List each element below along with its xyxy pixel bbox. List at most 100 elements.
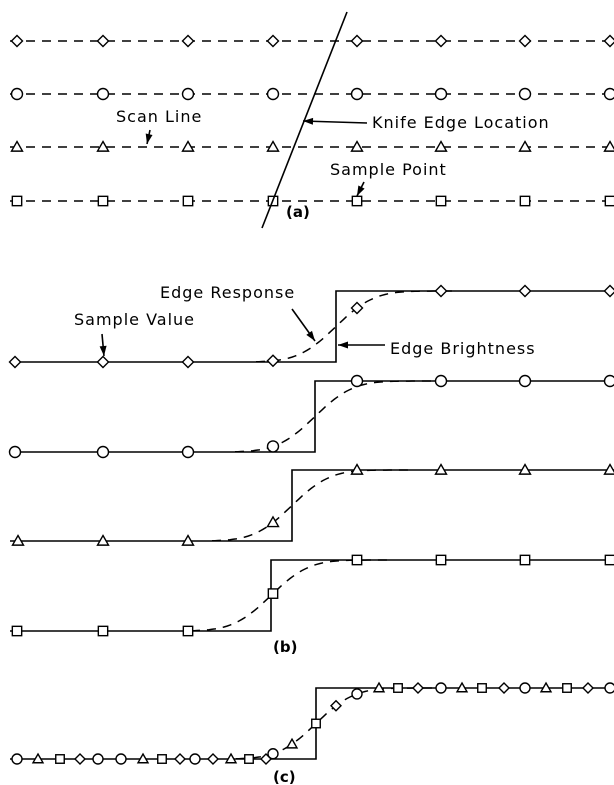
triangle-marker	[518, 463, 532, 475]
edge-brightness-step	[10, 559, 614, 632]
square-marker	[562, 683, 572, 693]
triangle-marker	[31, 752, 45, 764]
triangle-marker	[96, 534, 110, 546]
knife-edge-arrow	[302, 117, 368, 125]
circle-marker	[92, 753, 104, 765]
square-marker	[182, 625, 194, 637]
square-marker	[182, 195, 194, 207]
square-marker	[311, 718, 321, 729]
circle-marker	[115, 753, 127, 765]
triangle-marker	[266, 140, 280, 152]
square-marker	[477, 683, 487, 693]
circle-marker	[181, 445, 195, 459]
square-marker	[435, 554, 447, 566]
square-marker	[55, 754, 65, 764]
edge-response-curve	[191, 559, 389, 632]
arrow-head	[99, 345, 107, 356]
edge-brightness-step	[10, 469, 614, 542]
edge-response-curve	[212, 469, 410, 542]
diamond-marker	[266, 34, 280, 48]
diamond-marker	[207, 753, 219, 765]
circle-marker	[350, 374, 364, 388]
panel-c-label: (c)	[273, 768, 296, 785]
circle-marker	[189, 753, 201, 765]
circle-marker	[604, 682, 614, 694]
square-marker	[604, 195, 614, 207]
triangle-marker	[518, 140, 532, 152]
sample-value-label: Sample Value	[74, 310, 195, 329]
diamond-marker	[74, 753, 86, 765]
arrow-head	[145, 133, 153, 144]
circle-marker	[434, 87, 448, 101]
circle-marker	[351, 688, 363, 700]
triangle-marker	[350, 463, 364, 475]
triangle-marker	[603, 463, 614, 475]
diamond-marker	[518, 34, 532, 48]
square-marker	[244, 754, 254, 764]
triangle-marker	[285, 737, 299, 749]
combined-response-curve	[236, 687, 434, 760]
edge-brightness-step	[10, 380, 614, 453]
circle-marker	[434, 374, 448, 388]
square-marker	[267, 588, 279, 599]
triangle-marker	[372, 681, 386, 693]
square-marker	[351, 554, 363, 566]
circle-marker	[266, 440, 280, 453]
triangle-marker	[224, 752, 238, 764]
arrow-head	[357, 185, 365, 196]
diamond-marker	[582, 682, 594, 694]
triangle-marker	[266, 515, 280, 528]
circle-marker	[96, 445, 110, 459]
triangle-marker	[136, 752, 150, 764]
arrow-shaft	[302, 120, 368, 124]
edge-response-label: Edge Response	[160, 283, 295, 302]
circle-marker	[267, 748, 279, 760]
diamond-marker	[10, 34, 24, 48]
square-marker	[435, 195, 447, 207]
edge-response-row	[10, 463, 614, 546]
arrow-head	[338, 341, 348, 349]
square-marker	[393, 683, 403, 693]
diamond-marker	[330, 699, 342, 712]
edge-response-row	[8, 374, 614, 459]
edge-brightness-label: Edge Brightness	[390, 339, 536, 358]
edge-response-arrow	[291, 308, 316, 342]
knife-edge-location-label: Knife Edge Location	[372, 113, 550, 132]
circle-marker	[350, 87, 364, 101]
diamond-marker	[350, 34, 364, 48]
diamond-marker	[603, 284, 614, 298]
triangle-marker	[181, 140, 195, 152]
diamond-marker	[603, 34, 614, 48]
square-marker	[351, 195, 363, 207]
triangle-marker	[350, 140, 364, 152]
triangle-marker	[181, 534, 195, 546]
scan-line-row	[10, 34, 614, 48]
scan-line-row	[10, 140, 614, 152]
triangle-marker	[455, 681, 469, 693]
triangle-marker	[603, 140, 614, 152]
panel-a-sampling-grid	[10, 11, 614, 229]
diamond-marker	[434, 284, 448, 298]
arrow-head	[303, 117, 314, 125]
square-marker	[97, 625, 109, 637]
triangle-marker	[10, 140, 24, 152]
square-marker	[519, 195, 531, 207]
edge-brightness-arrow	[338, 341, 385, 349]
square-marker	[97, 195, 109, 207]
scan-line-row	[10, 195, 614, 207]
diamond-marker	[350, 301, 364, 315]
circle-marker	[603, 87, 614, 101]
triangle-marker	[96, 140, 110, 152]
sample-value-arrow	[99, 333, 107, 357]
square-marker	[604, 554, 614, 566]
circle-marker	[266, 87, 280, 101]
edge-response-row	[8, 284, 614, 369]
circle-marker	[518, 374, 532, 388]
panel-c-combined-response	[10, 681, 614, 765]
square-marker	[519, 554, 531, 566]
square-marker	[157, 754, 167, 764]
scan-line-label: Scan Line	[116, 107, 202, 126]
circle-marker	[603, 374, 614, 388]
diamond-marker	[518, 284, 532, 298]
circle-marker	[518, 87, 532, 101]
